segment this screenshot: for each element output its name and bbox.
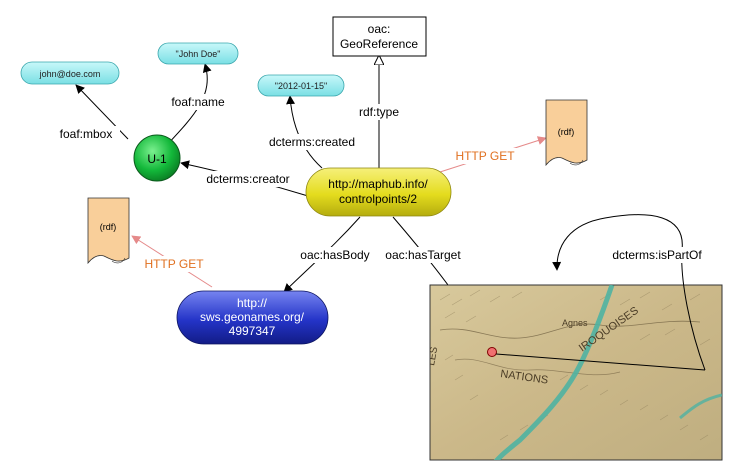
rdf-document-left[interactable]: (rdf) bbox=[87, 197, 130, 265]
date-literal-node[interactable]: "2012-01-15" bbox=[257, 74, 345, 97]
rdf-document-right[interactable]: (rdf) bbox=[545, 99, 588, 167]
rdf-document-left-label: (rdf) bbox=[100, 222, 117, 232]
georeference-line1: oac: bbox=[368, 22, 391, 36]
edge-label-created: dcterms:created bbox=[269, 135, 355, 149]
map-image: NATIONS IROQUOISES LES Agnes bbox=[426, 284, 723, 461]
edge-label-mbox: foaf:mbox bbox=[60, 127, 113, 141]
georeference-line2: GeoReference bbox=[340, 37, 418, 51]
edge-label-is-part-of: dcterms:isPartOf bbox=[612, 248, 702, 262]
geonames-line3: 4997347 bbox=[229, 324, 276, 338]
email-literal-text: john@doe.com bbox=[39, 69, 101, 79]
edge-label-http-get-right: HTTP GET bbox=[455, 149, 515, 163]
user-label: U-1 bbox=[147, 152, 167, 166]
edge-label-type: rdf:type bbox=[359, 105, 399, 119]
marker-link-line bbox=[495, 353, 706, 371]
name-literal-text: "John Doe" bbox=[176, 49, 221, 59]
geonames-node[interactable]: http:// sws.geonames.org/ 4997347 bbox=[176, 290, 329, 345]
name-literal-node[interactable]: "John Doe" bbox=[157, 42, 239, 65]
date-literal-text: "2012-01-15" bbox=[275, 81, 327, 91]
georeference-class-node[interactable]: oac: GeoReference bbox=[332, 16, 427, 57]
edge-label-has-body: oac:hasBody bbox=[300, 248, 369, 262]
edge-created bbox=[286, 95, 323, 169]
map-label-les: LES bbox=[426, 346, 440, 367]
edge-label-has-target: oac:hasTarget bbox=[385, 248, 461, 262]
edge-is-part-of bbox=[552, 214, 706, 371]
controlpoint-node[interactable]: http://maphub.info/ controlpoints/2 bbox=[305, 167, 452, 217]
map-label-agnes: Agnes bbox=[562, 318, 588, 328]
edge-label-creator: dcterms:creator bbox=[206, 172, 289, 186]
control-point-marker[interactable] bbox=[487, 347, 497, 357]
controlpoint-line1: http://maphub.info/ bbox=[328, 177, 428, 191]
edge-label-name: foaf:name bbox=[171, 95, 225, 109]
rdf-document-right-label: (rdf) bbox=[558, 127, 575, 137]
geonames-line1: http:// bbox=[237, 296, 268, 310]
user-node[interactable]: U-1 bbox=[133, 134, 181, 182]
geonames-line2: sws.geonames.org/ bbox=[200, 310, 305, 324]
controlpoint-line2: controlpoints/2 bbox=[339, 192, 417, 206]
email-literal-node[interactable]: john@doe.com bbox=[20, 61, 120, 85]
edge-label-http-get-left: HTTP GET bbox=[144, 257, 204, 271]
